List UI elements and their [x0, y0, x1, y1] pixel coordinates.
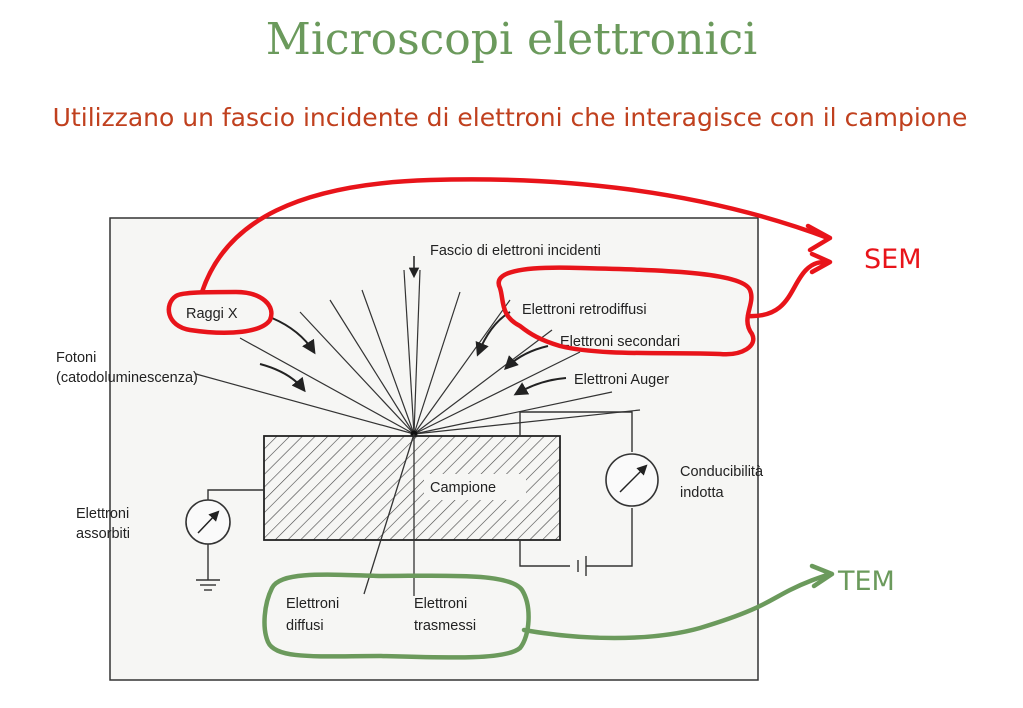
sem-circle-xrays [166, 289, 274, 336]
auger-label: Elettroni Auger [574, 372, 669, 388]
absorbed-label-line2: assorbiti [76, 526, 130, 542]
absorbed-meter-needle [197, 510, 220, 534]
slide-title: Microscopi elettronici [265, 14, 758, 65]
tem-arrow [521, 571, 833, 641]
absorbed-circuit [196, 489, 264, 591]
conductivity-label-line2: indotta [680, 485, 724, 501]
conductivity-circuit [519, 411, 633, 576]
tem-arrowhead [809, 563, 835, 589]
diffused-label-line1: Elettroni [286, 596, 339, 612]
sem-arrowhead-bottom [809, 251, 833, 275]
sem-label: SEM [864, 244, 922, 275]
sample-label: Campione [430, 480, 496, 496]
sample-label-bg [424, 474, 526, 500]
diffused-label-line2: diffusi [286, 618, 324, 634]
tem-circle [262, 572, 531, 660]
slide-subtitle: Utilizzano un fascio incidente di elettr… [52, 103, 968, 132]
tem-label: TEM [837, 566, 895, 597]
conductivity-label-line1: Conducibilità [680, 464, 764, 480]
photons-label-line2: (catodoluminescenza) [56, 370, 198, 386]
photons-label-line1: Fotoni [56, 350, 96, 366]
backscattered-label: Elettroni retrodiffusi [522, 302, 647, 318]
sem-annotation [166, 177, 833, 357]
transmitted-label-line2: trasmessi [414, 618, 476, 634]
emission-lines [195, 269, 641, 435]
induced-meter-needle [619, 464, 648, 493]
transmitted-label-line1: Elettroni [414, 596, 467, 612]
beam-label: Fascio di elettroni incidenti [430, 243, 601, 259]
secondary-label: Elettroni secondari [560, 334, 680, 350]
xrays-label: Raggi X [186, 306, 238, 322]
absorbed-label-line1: Elettroni [76, 506, 129, 522]
sem-arrowhead-top [805, 223, 833, 253]
tem-annotation [262, 563, 835, 660]
sem-arrow-xrays [199, 177, 831, 295]
diffused-line [363, 433, 415, 595]
sem-arrow-electrons [745, 259, 831, 319]
sem-circle-electrons [496, 265, 756, 357]
